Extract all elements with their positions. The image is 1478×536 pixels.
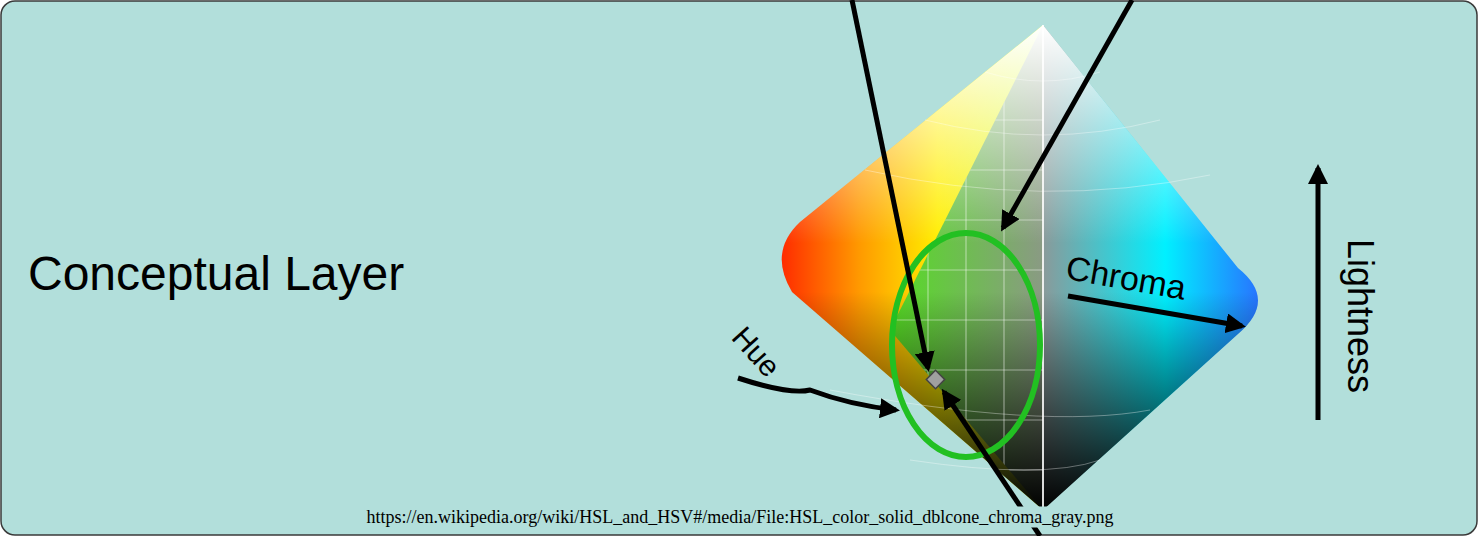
gray-point: [926, 370, 944, 388]
axis-label: Lightness: [1339, 239, 1381, 393]
source-url: https://en.wikipedia.org/wiki/HSL_and_HS…: [365, 507, 1116, 528]
pointer-arrows: [738, 0, 1318, 536]
slide-title: Conceptual Layer: [28, 246, 404, 301]
double-cone: [782, 0, 1258, 536]
